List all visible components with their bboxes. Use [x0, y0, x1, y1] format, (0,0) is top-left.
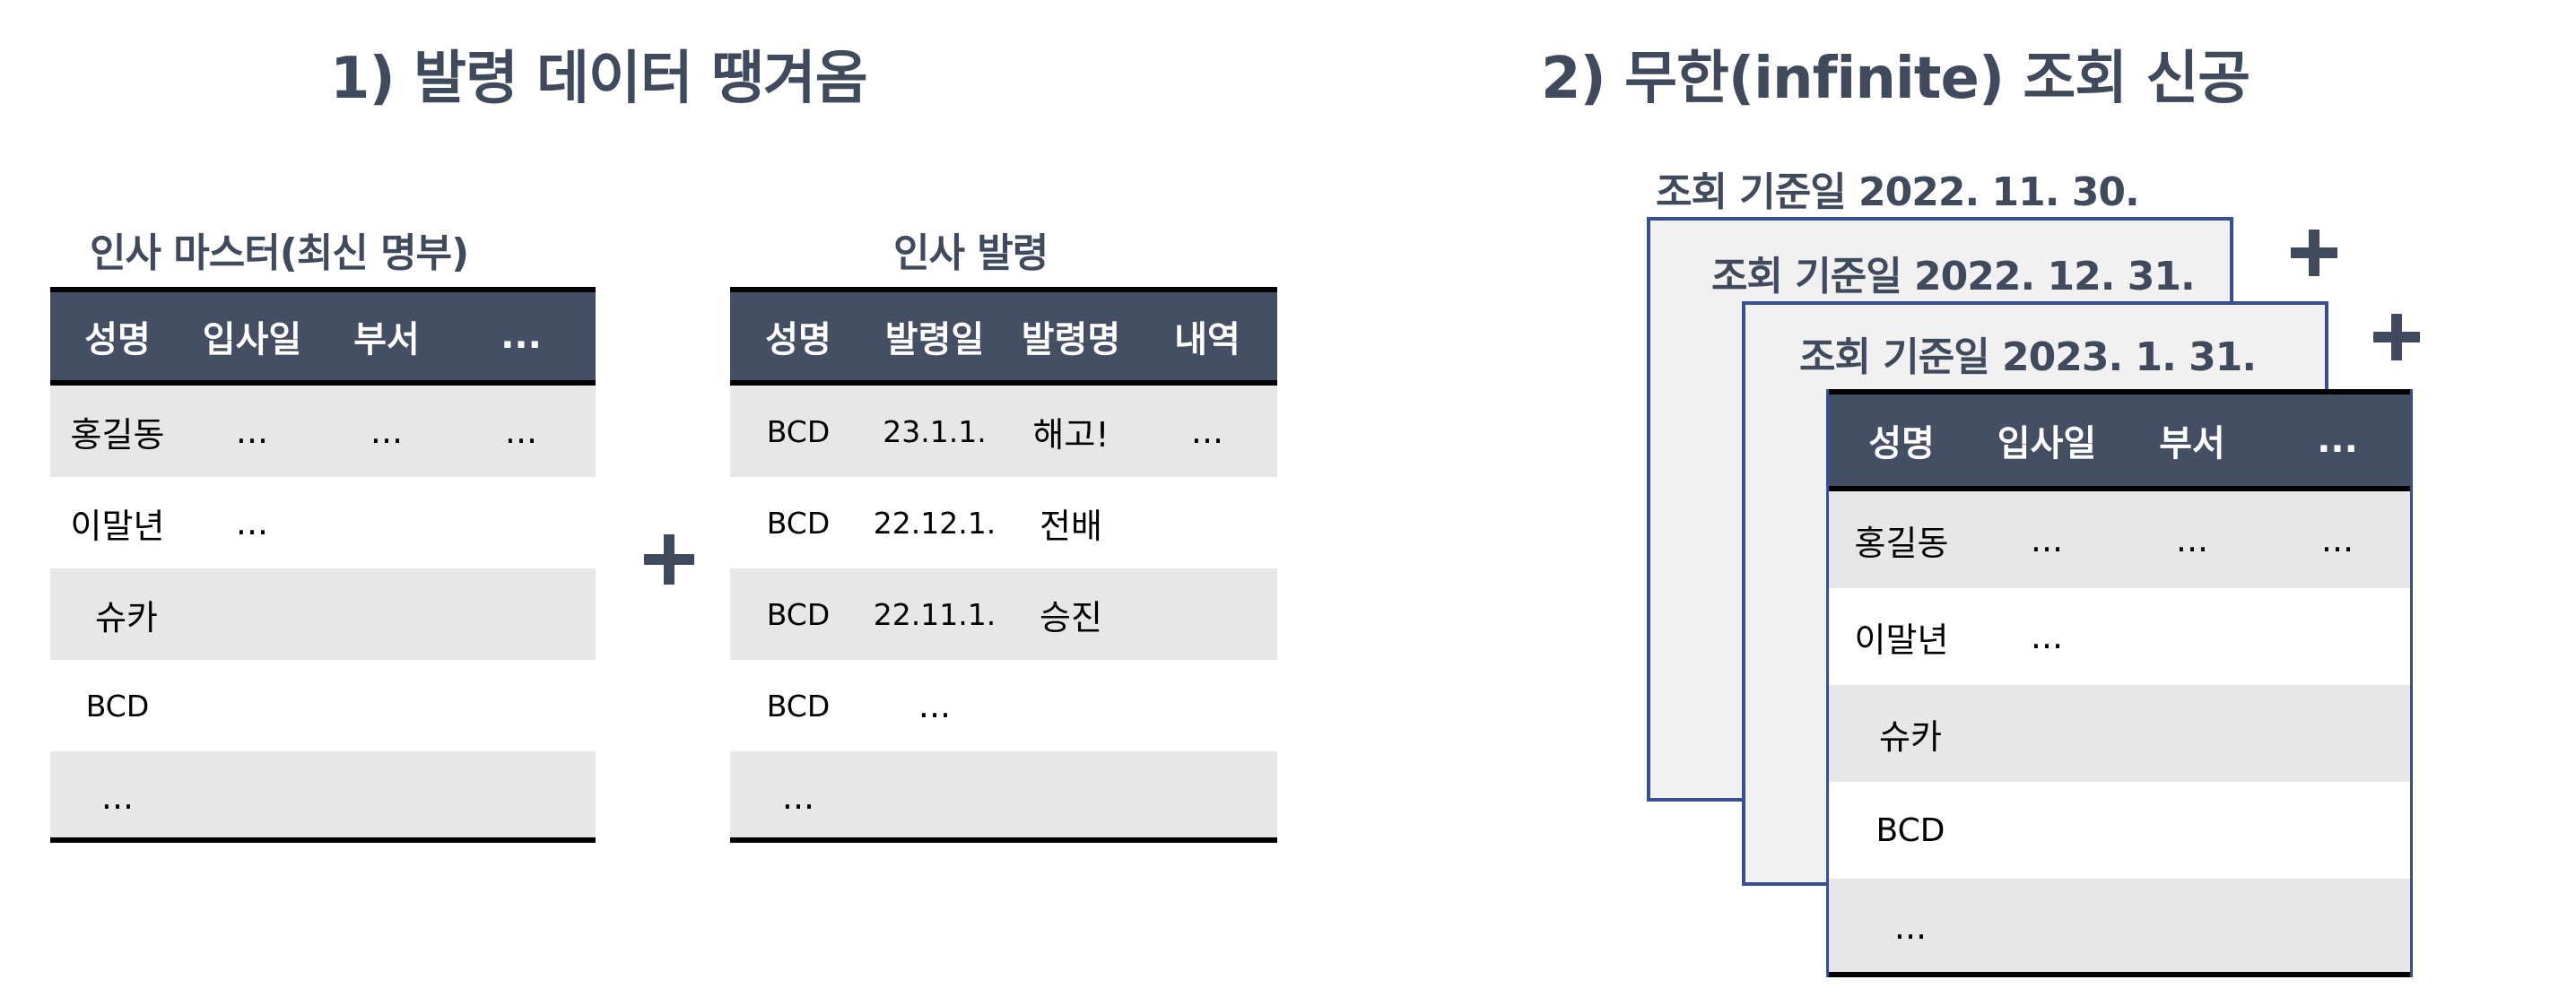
table-row: 슈카 — [1829, 685, 2410, 782]
table-cell: ... — [781, 777, 815, 817]
card-date-title: 조회 기준일 2022. 11. 30. — [1656, 169, 2140, 215]
table-cell: 홍길동 — [70, 414, 165, 455]
table-cell: 슈카 — [1879, 716, 1942, 757]
table-row: BCD 22.12.1. 전배 — [730, 477, 1277, 568]
table-cell: 해고! — [1032, 414, 1110, 455]
left-section-title: 1) 발령 데이터 땡겨옴 — [330, 46, 868, 112]
table-cell: ... — [100, 777, 135, 817]
master-caption: 인사 마스터(최신 명부) — [90, 230, 469, 276]
master-header-cell: ... — [500, 316, 542, 357]
table-cell: 홍길동 — [1854, 523, 1949, 563]
table-cell: ... — [2030, 520, 2064, 559]
table-row: BCD — [50, 660, 596, 751]
table-row: BCD 23.1.1. 해고! ... — [730, 386, 1277, 477]
master-header-row: 성명 입사일 부서 ... — [50, 287, 596, 386]
table-row: ... — [730, 751, 1277, 843]
appointment-header-cell: 발령명 — [1021, 319, 1121, 360]
table-row: 홍길동 ... ... ... — [1829, 491, 2410, 588]
appointment-header-cell: 내역 — [1174, 319, 1240, 360]
table-row: 슈카 — [50, 568, 596, 660]
front-snapshot-table: 성명 입사일 부서 ... 홍길동 ... ... ... 이말년 ... 슈카… — [1826, 389, 2413, 977]
table-bottom-rule — [1829, 972, 2410, 977]
table-cell: 승진 — [1040, 597, 1102, 637]
appointment-table: 성명 발령일 발령명 내역 BCD 23.1.1. 해고! ... BCD 22… — [730, 287, 1277, 843]
table-cell: ... — [1893, 907, 1928, 947]
front-header-cell: 입사일 — [1997, 423, 2097, 464]
master-header-cell: 부서 — [353, 319, 420, 360]
table-cell: 슈카 — [95, 597, 158, 637]
table-row: ... — [50, 751, 596, 843]
appointment-header-cell: 성명 — [765, 319, 831, 360]
table-cell: 22.12.1. — [873, 505, 996, 541]
table-cell: 전배 — [1040, 506, 1102, 546]
front-header-cell: 부서 — [2159, 423, 2225, 464]
front-header-cell: 성명 — [1868, 423, 1935, 464]
front-header-cell: ... — [2317, 420, 2358, 461]
master-header-cell: 성명 — [84, 319, 151, 360]
master-table: 성명 입사일 부서 ... 홍길동 ... ... ... 이말년 ... 슈카… — [50, 287, 596, 843]
table-cell: ... — [235, 412, 269, 451]
table-cell: ... — [2175, 520, 2209, 559]
table-row: ... — [1829, 879, 2410, 975]
table-row: 이말년 ... — [50, 477, 596, 568]
table-cell: ... — [235, 503, 269, 542]
table-cell: BCD — [766, 413, 831, 449]
appointment-header-cell: 발령일 — [884, 319, 985, 360]
table-bottom-rule — [50, 837, 596, 843]
table-row: 이말년 ... — [1829, 588, 2410, 685]
table-cell: BCD — [766, 505, 831, 541]
table-row: BCD 22.11.1. 승진 — [730, 568, 1277, 660]
table-cell: 23.1.1. — [883, 413, 987, 449]
table-row: BCD — [1829, 782, 2410, 879]
right-section-title: 2) 무한(infinite) 조회 신공 — [1541, 46, 2250, 112]
table-cell: BCD — [766, 688, 831, 724]
table-cell: BCD — [1875, 811, 1945, 849]
table-row: BCD ... — [730, 660, 1277, 751]
appointment-caption: 인사 발령 — [893, 230, 1049, 276]
table-cell: BCD — [766, 596, 831, 632]
plus-icon — [644, 534, 694, 585]
plus-icon — [2373, 314, 2420, 360]
table-cell: ... — [2030, 617, 2064, 656]
table-cell: 이말년 — [1854, 620, 1949, 660]
table-cell: BCD — [85, 688, 150, 724]
card-date-title: 조회 기준일 2023. 1. 31. — [1799, 334, 2257, 380]
table-cell: ... — [918, 686, 952, 725]
master-header-cell: 입사일 — [202, 319, 302, 360]
front-header-row: 성명 입사일 부서 ... — [1829, 389, 2410, 491]
table-cell: ... — [370, 412, 404, 451]
plus-icon — [2291, 230, 2337, 276]
table-row: 홍길동 ... ... ... — [50, 386, 596, 477]
appointment-header-row: 성명 발령일 발령명 내역 — [730, 287, 1277, 386]
table-cell: 이말년 — [70, 506, 165, 546]
table-cell: ... — [1190, 412, 1224, 451]
card-date-title: 조회 기준일 2022. 12. 31. — [1711, 254, 2196, 299]
table-cell: ... — [2320, 520, 2354, 559]
table-bottom-rule — [730, 837, 1277, 843]
table-cell: ... — [504, 412, 538, 451]
table-cell: 22.11.1. — [873, 596, 996, 632]
